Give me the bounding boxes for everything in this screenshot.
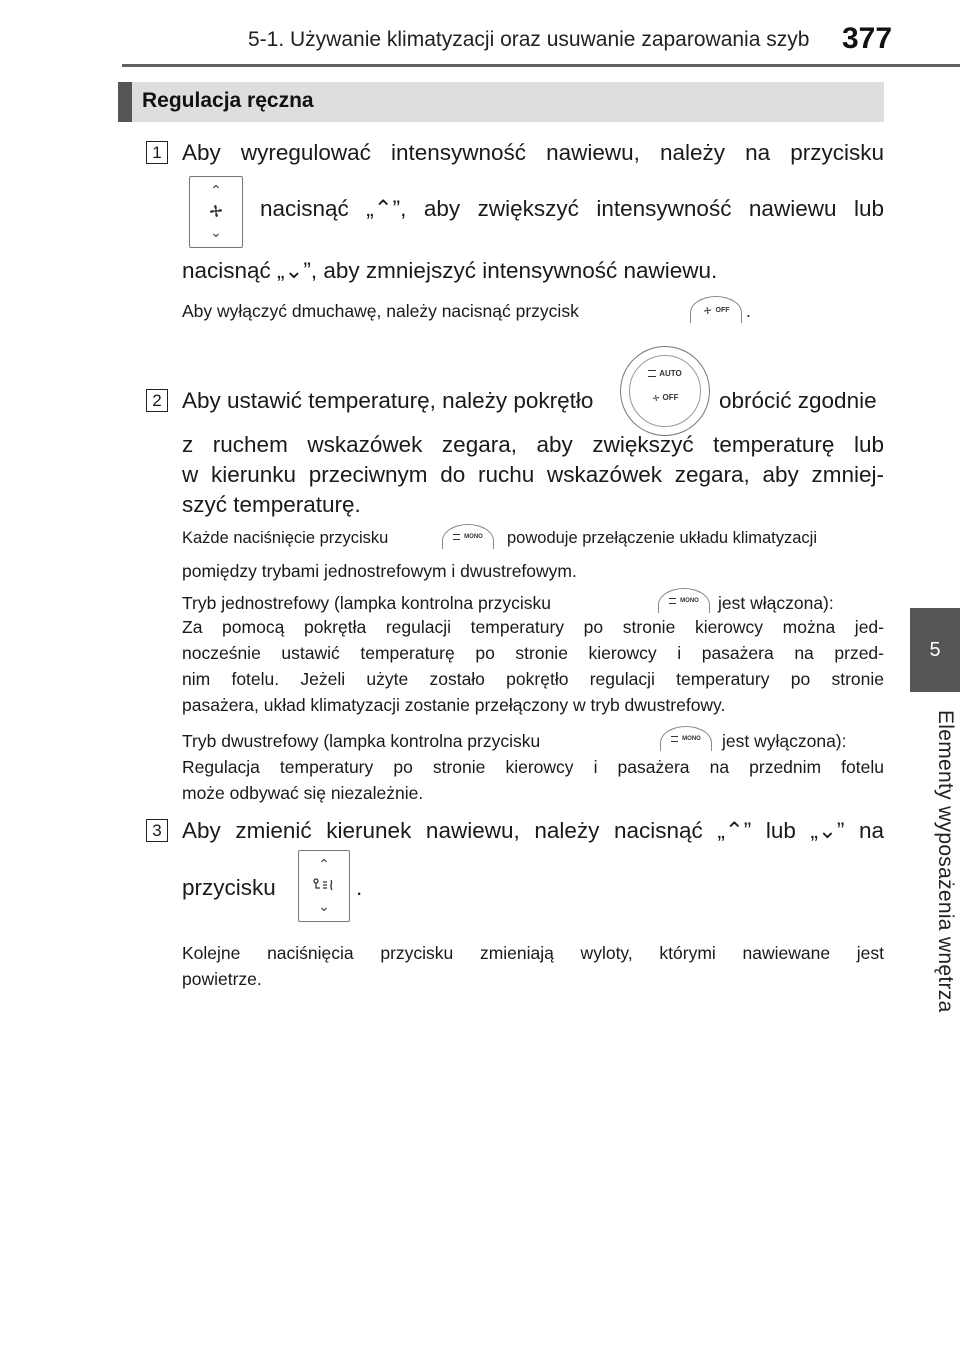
step2-note1b: powoduje przełączenie układu klimatyzacj… (507, 529, 817, 547)
mono-button-illustration: MONO (660, 726, 712, 751)
section-header-bar (118, 82, 132, 122)
step3-note1: Kolejne naciśnięcia przycisku zmieniają … (182, 943, 884, 963)
chevron-up-icon: ⌃ (318, 856, 330, 872)
step2-line3: w kierunku przeciwnym do ruchu wskazówek… (182, 462, 884, 487)
step1-note-end: . (746, 301, 751, 321)
step2-line4: szyć temperaturę. (182, 492, 361, 517)
step2-note2f: pasażera, układ klimatyzacji zostanie pr… (182, 695, 726, 715)
chevron-up-icon: ⌃ (210, 182, 222, 198)
step1-line1: Aby wyregulować intensywność nawiewu, na… (182, 140, 884, 165)
step3-line2b: . (356, 875, 363, 900)
chapter-tab: 5 (910, 608, 960, 692)
fan-off-button-illustration: OFF (690, 296, 742, 323)
step2-line1b: obrócić zgodnie (719, 388, 877, 413)
step2-note2b: jest włączona): (718, 593, 834, 613)
section-title: Regulacja ręczna (142, 89, 314, 112)
step2-note1c: pomiędzy trybami jednostrefowym i dwustr… (182, 561, 577, 581)
fan-icon (208, 203, 224, 224)
mono-label: MONO (680, 598, 699, 604)
mono-icon (669, 598, 677, 604)
step2-note3a: Tryb dwustrefowy (lampka kontrolna przyc… (182, 731, 541, 751)
step-number-2: 2 (146, 389, 168, 412)
knob-off-row: OFF (621, 393, 709, 402)
airflow-mode-icon (311, 878, 337, 897)
air-direction-rocker-illustration: ⌃ ⌄ (298, 850, 350, 922)
step-number-3: 3 (146, 819, 168, 842)
off-label: OFF (662, 393, 679, 402)
step1-note: Aby wyłączyć dmuchawę, należy nacisnąć p… (182, 301, 579, 321)
step2-note3b: jest wyłączona): (722, 731, 847, 751)
chapter-label: Elementy wyposażenia wnętrza (934, 710, 957, 1013)
step1-line2: nacisnąć „⌃”, aby zwiększyć intensywność… (260, 196, 884, 221)
mono-icon (671, 736, 679, 742)
step2-note2a: Tryb jednostrefowy (lampka kontrolna prz… (182, 593, 551, 613)
step2-note3d: może odbywać się niezależnie. (182, 783, 424, 803)
fan-icon (652, 394, 659, 401)
fan-speed-rocker-illustration: ⌃ ⌄ (189, 176, 243, 248)
step2-note2e: nim fotelu. Jeżeli użyte zostało pokrętł… (182, 669, 884, 689)
mono-label: MONO (682, 736, 701, 742)
mono-icon (453, 534, 461, 540)
fan-icon (703, 306, 711, 314)
step2-line2: z ruchem wskazówek zegara, aby zwiększyć… (182, 432, 884, 457)
chevron-down-icon: ⌄ (210, 224, 222, 240)
knob-inner-ring (629, 355, 701, 427)
step1-line3: nacisnąć „⌄”, aby zmniejszyć intensywnoś… (182, 258, 718, 283)
step2-note3c: Regulacja temperatury po stronie kierowc… (182, 757, 884, 777)
chapter-number: 5 (929, 638, 941, 661)
step3-line1: Aby zmienić kierunek nawiewu, należy nac… (182, 818, 884, 843)
temperature-knob-illustration: AUTO OFF (620, 346, 710, 436)
step2-line1a: Aby ustawić temperaturę, należy pokrętło (182, 388, 594, 413)
mono-button-illustration: MONO (442, 524, 494, 549)
step2-note1a: Każde naciśnięcie przycisku (182, 529, 389, 547)
step-number-1: 1 (146, 141, 168, 164)
auto-label: AUTO (659, 369, 682, 378)
chevron-down-icon: ⌄ (318, 898, 330, 914)
mono-button-illustration: MONO (658, 588, 710, 613)
auto-icon (648, 370, 657, 377)
off-label: OFF (715, 306, 730, 314)
header-rule (122, 64, 960, 67)
section-header: Regulacja ręczna (118, 82, 884, 122)
step2-note2c: Za pomocą pokrętła regulacji temperatury… (182, 617, 884, 637)
page-number: 377 (842, 22, 893, 55)
step3-line2a: przycisku (182, 875, 276, 900)
running-header: 5-1. Używanie klimatyzacji oraz usuwanie… (248, 28, 810, 51)
step2-note2d: nocześnie ustawić temperaturę po stronie… (182, 643, 884, 663)
step3-note2: powietrze. (182, 969, 262, 989)
knob-auto-row: AUTO (621, 369, 709, 378)
mono-label: MONO (464, 534, 483, 540)
